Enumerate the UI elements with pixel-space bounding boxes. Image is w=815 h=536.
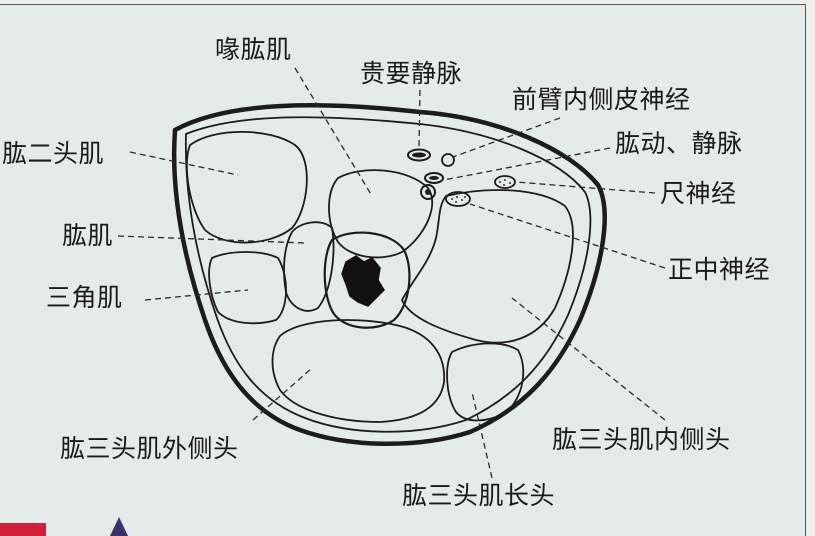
label-median-nerve: 正中神经 [668, 255, 771, 284]
brachialis-shape [283, 221, 335, 312]
median-nerve [445, 191, 471, 207]
label-triceps-medial-head: 肱三头肌内侧头 [552, 425, 731, 454]
bone-marrow [341, 255, 385, 307]
triangle-marker-icon [110, 517, 128, 536]
label-brachial-artery-vein: 肱动、静脉 [615, 129, 743, 158]
fascia-outline [184, 116, 592, 433]
label-cutaneous-nerve: 前臂内侧皮神经 [512, 85, 691, 114]
biceps-brachii-shape [185, 131, 308, 244]
label-triceps-lateral-head: 肱三头肌外侧头 [60, 434, 239, 463]
figure-frame [0, 4, 806, 536]
basilic-vein [407, 148, 431, 162]
triceps-medial-head-shape [400, 189, 574, 344]
leader-lines [117, 67, 666, 479]
ulnar-nerve [494, 175, 516, 189]
label-biceps-brachii: 肱二头肌 [2, 139, 105, 168]
label-brachialis: 肱肌 [62, 221, 114, 250]
label-deltoid: 三角肌 [46, 283, 123, 312]
cutaneous-nerve [441, 153, 455, 167]
humerus-shape [323, 231, 411, 329]
deltoid-shape [208, 251, 287, 325]
triceps-lateral-head-shape [271, 319, 445, 423]
corner-accent [0, 523, 46, 536]
label-ulnar-nerve: 尺神经 [660, 179, 737, 208]
label-triceps-long-head: 肱三头肌长头 [402, 481, 556, 510]
label-basilic-vein: 贵要静脉 [360, 59, 463, 88]
triceps-long-head-shape [446, 342, 525, 422]
skin-outline [171, 103, 607, 446]
brachial-vessel-upper [424, 172, 444, 184]
brachial-vessel-lower [420, 184, 436, 200]
label-coracobrachialis: 喙肱肌 [215, 35, 292, 64]
coracobrachialis-shape [328, 169, 434, 259]
